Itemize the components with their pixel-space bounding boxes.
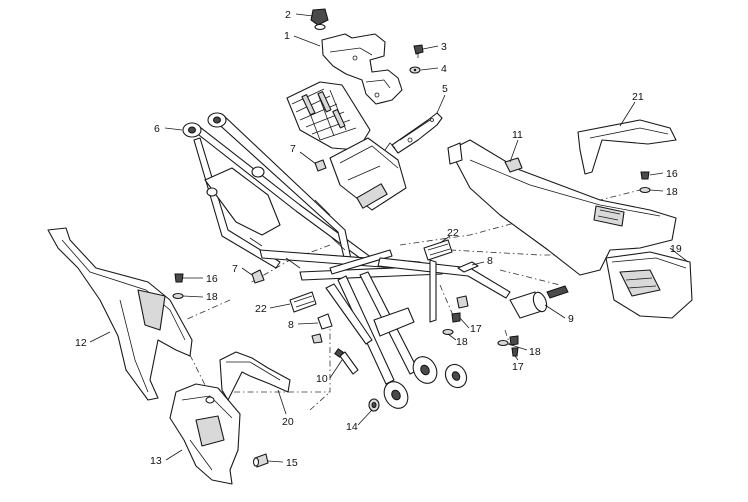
callout-20: 20 <box>282 416 294 428</box>
callout-7-upper: 7 <box>290 143 296 155</box>
callout-18-middle: 18 <box>456 336 468 348</box>
part-15-spacer <box>252 453 269 468</box>
part-5-mounting-bracket <box>391 112 443 154</box>
part-1-support-bracket <box>321 33 403 105</box>
callout-5: 5 <box>442 83 448 95</box>
part-2-rubber-cap <box>310 8 329 31</box>
callout-18-right: 18 <box>666 186 678 198</box>
part-22-label-lower <box>289 291 317 313</box>
part-22-label-upper <box>423 239 453 261</box>
callout-19: 19 <box>670 243 682 255</box>
callout-18-left: 18 <box>206 291 218 303</box>
part-7-clip-lower <box>251 269 265 284</box>
part-9-rubber-mount <box>509 285 569 319</box>
part-3-screw <box>413 44 424 58</box>
callout-1: 1 <box>284 30 290 42</box>
callout-9: 9 <box>568 313 574 325</box>
callout-6: 6 <box>154 123 160 135</box>
part-8-clip-right <box>456 261 479 309</box>
callout-18-lower: 18 <box>529 346 541 358</box>
callout-21: 21 <box>632 91 644 103</box>
control-unit-box <box>329 137 407 211</box>
callout-4: 4 <box>441 63 447 75</box>
part-13-lower-cover <box>169 383 241 485</box>
callout-8-right: 8 <box>487 255 493 267</box>
part-20-inner-cover <box>219 351 291 401</box>
leader-lines <box>89 13 689 463</box>
callout-2: 2 <box>285 9 291 21</box>
callout-16-right: 16 <box>666 168 678 180</box>
part-8-clip-left <box>311 313 333 344</box>
part-12-left-side-panel <box>47 227 193 401</box>
callout-22-lower: 22 <box>255 303 267 315</box>
part-10-bolt <box>334 348 359 375</box>
callout-13: 13 <box>150 455 162 467</box>
part-7-clip-upper <box>314 159 327 172</box>
part-19-tail-cover <box>605 251 693 319</box>
electronics-tray <box>286 81 371 151</box>
part-4-washer <box>409 66 421 74</box>
callout-7-lower: 7 <box>232 263 238 275</box>
callout-12: 12 <box>75 337 87 349</box>
callout-16-left: 16 <box>206 273 218 285</box>
callout-22-upper: 22 <box>447 227 459 239</box>
part-14-nut <box>368 398 380 412</box>
callout-10: 10 <box>316 373 328 385</box>
callout-3: 3 <box>441 41 447 53</box>
callout-labels: 2 1 3 4 5 6 7 7 8 8 9 10 11 12 13 14 15 … <box>75 9 682 469</box>
part-21-grab-handle <box>577 119 677 175</box>
callout-17-lower: 17 <box>512 361 524 373</box>
callout-8-left: 8 <box>288 319 294 331</box>
callout-14: 14 <box>346 421 358 433</box>
callout-15: 15 <box>286 457 298 469</box>
part-11-right-side-panel <box>447 139 677 276</box>
callout-11: 11 <box>512 129 523 141</box>
part-6-rear-subframe <box>182 112 511 409</box>
callout-17-middle: 17 <box>470 323 482 335</box>
